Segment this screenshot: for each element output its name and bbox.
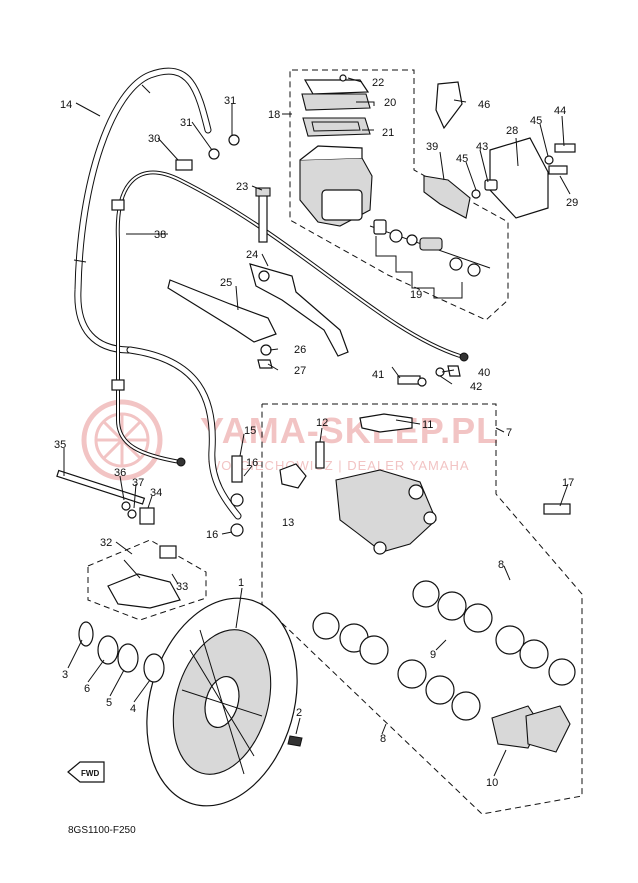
watermark-subtitle: WOJCIECHOWICZ | DEALER YAMAHA [208,458,470,473]
diagram-code: 8GS1100-F250 [68,825,136,836]
callout-45b: 45 [456,153,468,165]
caliper-box [261,403,583,815]
callout-28: 28 [506,125,518,137]
callout-36: 36 [114,467,126,479]
callout-1: 1 [238,577,244,589]
callout-33: 33 [176,581,188,593]
callout-25: 25 [220,277,232,289]
parking-brake [423,81,576,219]
brake-disc [146,597,303,807]
parking-cable [111,170,469,467]
callout-41: 41 [372,369,384,381]
pistons-seals [312,580,576,721]
callout-9: 9 [430,649,436,661]
callout-29: 29 [566,197,578,209]
callout-8b: 8 [380,733,386,745]
callout-5: 5 [106,697,112,709]
watermark: YAMA-SKLEP.PL WOJCIECHOWICZ | DEALER YAM… [81,399,499,481]
callout-35: 35 [54,439,66,451]
callout-14: 14 [60,99,72,111]
callout-32: 32 [100,537,112,549]
brake-hose [73,67,242,520]
callout-22: 22 [372,77,384,89]
callout-45a: 45 [530,115,542,127]
master-cylinder-box [289,69,509,321]
callout-30: 30 [148,133,160,145]
callout-15: 15 [244,425,256,437]
callout-12: 12 [316,417,328,429]
callout-26: 26 [294,344,306,356]
callout-16b: 16 [206,529,218,541]
callout-37: 37 [132,477,144,489]
callout-7: 7 [506,427,512,439]
watermark-logo [81,399,163,481]
callout-31a: 31 [180,117,192,129]
fwd-arrow: FWD [67,761,105,783]
watermark-title: YAMA-SKLEP.PL [200,410,499,451]
callout-46: 46 [478,99,490,111]
callout-2: 2 [296,707,302,719]
hose-fittings [175,134,240,171]
callout-6: 6 [84,683,90,695]
callout-31b: 31 [224,95,236,107]
fwd-label: FWD [81,769,99,778]
callout-16a: 16 [246,457,258,469]
callout-17: 17 [562,477,574,489]
callout-labels: 1 2 3 4 5 6 7 8 8 9 10 11 12 13 14 15 16… [54,77,578,789]
callout-34: 34 [150,487,162,499]
callout-38: 38 [154,229,166,241]
callout-42: 42 [470,381,482,393]
callout-18: 18 [268,109,280,121]
leader-lines [63,77,571,777]
brake-pads [491,705,571,753]
callout-39: 39 [426,141,438,153]
assembly-boxes [87,69,583,815]
callout-21: 21 [382,127,394,139]
callout-11: 11 [422,419,433,431]
piston-kit [369,219,491,299]
callout-8a: 8 [498,559,504,571]
callout-40: 40 [478,367,490,379]
brake-lever [167,187,349,369]
callout-19: 19 [410,289,422,301]
callout-27: 27 [294,365,306,377]
callout-3: 3 [62,669,68,681]
callout-13: 13 [282,517,294,529]
mount-bracket [56,469,181,609]
callout-43: 43 [476,141,488,153]
callout-23: 23 [236,181,248,193]
callout-10: 10 [486,777,498,789]
rings [78,621,165,683]
caliper [230,413,571,555]
callout-20: 20 [384,97,396,109]
master-cylinder [299,74,373,227]
callout-4: 4 [130,703,136,715]
callout-44: 44 [554,105,566,117]
bracket-box [87,539,207,621]
callout-24: 24 [246,249,258,261]
